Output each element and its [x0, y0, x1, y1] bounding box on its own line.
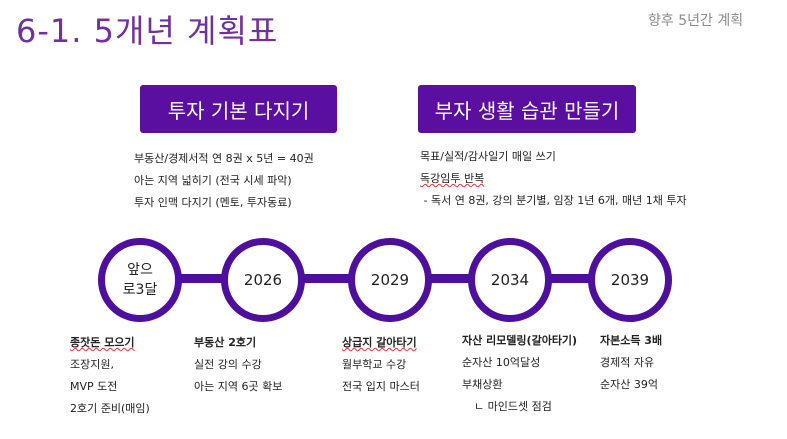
list-item: 순자산 39억: [600, 378, 658, 391]
list-item: 경제적 자유: [600, 356, 655, 369]
milestone-title: 자산 리모델링(갈아타기): [462, 334, 578, 347]
milestone-2034: 자산 리모델링(갈아타기) 순자산 10억달성 부채상환 ㄴ 마인드셋 점검: [462, 330, 577, 418]
list-item: 목표/실적/감사일기 매일 쓰기: [420, 150, 556, 163]
node-label: 앞으: [127, 262, 153, 278]
milestone-2026: 부동산 2호기 실전 강의 수강 아는 지역 6곳 확보: [194, 332, 282, 398]
list-item: 부채상환: [462, 378, 503, 391]
list-item: 순자산 10억달성: [462, 356, 541, 369]
timeline-node-2039: 2039: [588, 238, 672, 322]
list-item: 전국 입지 마스터: [342, 380, 420, 393]
node-label: 로3달: [122, 282, 158, 298]
milestone-title: 부동산 2호기: [194, 336, 257, 349]
list-item: 아는 지역 넓히기 (전국 시세 파악): [134, 174, 292, 187]
investment-basics-list: 부동산/경제서적 연 8권 x 5년 = 40권 아는 지역 넓히기 (전국 시…: [134, 148, 314, 214]
list-item: 부동산/경제서적 연 8권 x 5년 = 40권: [134, 152, 314, 165]
goal-box-investment-basics: 투자 기본 다지기: [140, 85, 337, 133]
milestone-2029: 상급지 갈아타기 월부학교 수강 전국 입지 마스터: [342, 332, 420, 398]
page-subtitle: 향후 5년간 계획: [648, 13, 744, 29]
list-item: 투자 인맥 다지기 (멘토, 투자동료): [134, 196, 292, 209]
list-item: MVP 도전: [70, 380, 118, 393]
list-item: 실전 강의 수강: [194, 358, 262, 371]
page-title: 6-1. 5개년 계획표: [16, 12, 279, 50]
timeline-node-2029: 2029: [348, 238, 432, 322]
list-item: 독강임투 반복: [420, 172, 485, 185]
list-item: ㄴ 마인드셋 점검: [474, 400, 552, 413]
milestone-2039: 자본소득 3배 경제적 자유 순자산 39억: [600, 330, 662, 396]
timeline-node-2034: 2034: [468, 238, 552, 322]
timeline-node-2026: 2026: [221, 238, 305, 322]
list-item: 조장지원,: [70, 358, 114, 371]
milestone-3months: 종잣돈 모으기 조장지원, MVP 도전 2호기 준비(매임): [70, 332, 150, 420]
milestone-title: 자본소득 3배: [600, 334, 663, 347]
list-item: 아는 지역 6곳 확보: [194, 380, 283, 393]
milestone-title: 상급지 갈아타기: [342, 336, 417, 349]
list-item: - 독서 연 8권, 강의 분기별, 임장 1년 6개, 매년 1채 투자: [420, 194, 687, 207]
milestone-title: 종잣돈 모으기: [70, 336, 135, 349]
list-item: 월부학교 수강: [342, 358, 407, 371]
list-item: 2호기 준비(매임): [70, 402, 150, 415]
goal-box-rich-habits: 부자 생활 습관 만들기: [418, 85, 636, 133]
rich-habits-list: 목표/실적/감사일기 매일 쓰기 독강임투 반복 - 독서 연 8권, 강의 분…: [420, 146, 687, 212]
